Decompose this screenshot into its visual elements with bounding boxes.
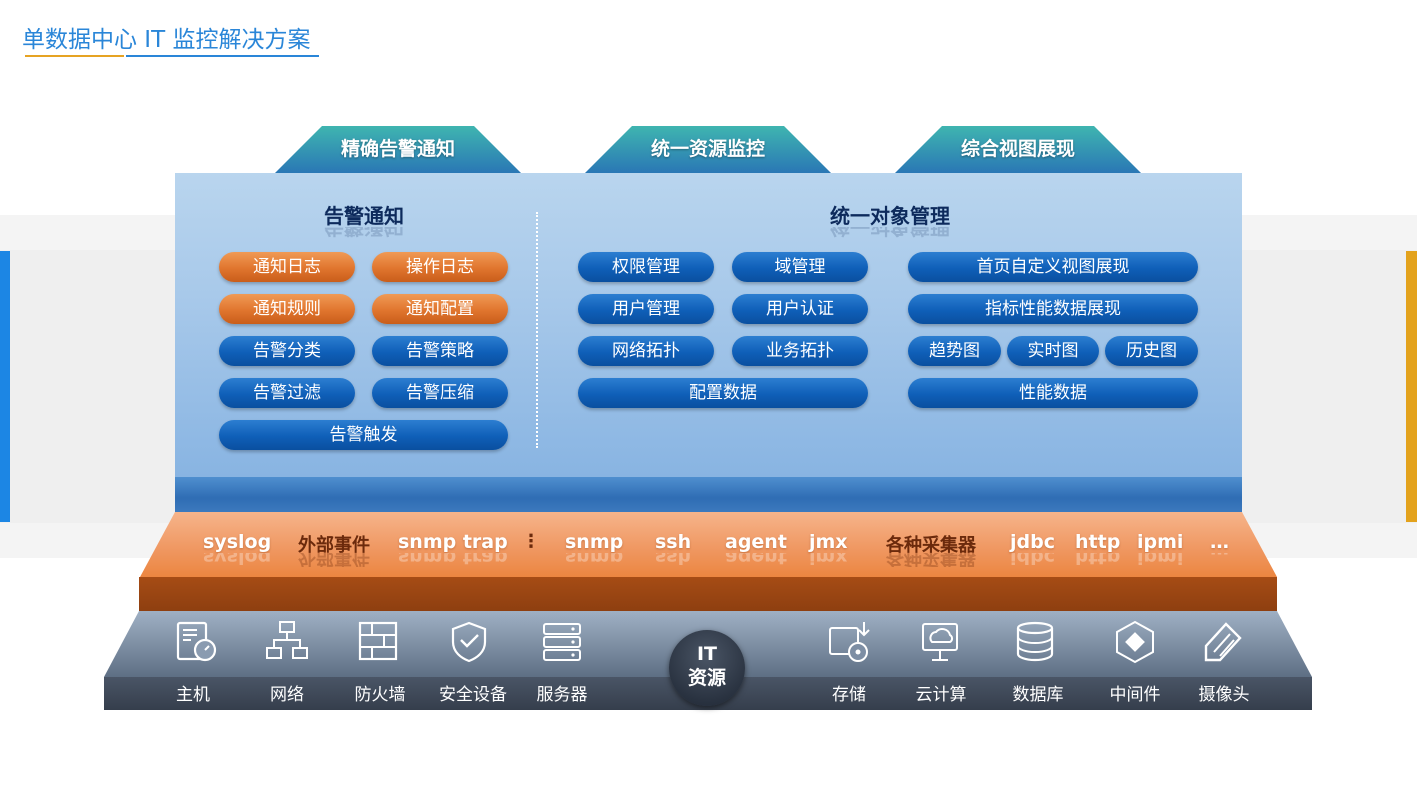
storage-icon — [829, 622, 870, 662]
pill-domain-management[interactable]: 域管理 — [732, 252, 868, 282]
tab-label: 综合视图展现 — [960, 138, 1075, 160]
host-icon — [176, 621, 217, 662]
network-icon — [266, 621, 308, 659]
pill-alert-trigger[interactable]: 告警触发 — [219, 420, 508, 450]
resource-host: 主机 — [176, 685, 210, 705]
pill-custom-homepage-view[interactable]: 首页自定义视图展现 — [908, 252, 1198, 282]
protocol-separator: ⋮ — [522, 531, 540, 552]
tab-alert-notification: 精确告警通知 — [275, 126, 521, 173]
resource-security-device: 安全设备 — [439, 685, 507, 705]
resource-database: 数据库 — [1012, 685, 1064, 705]
pill-alert-compression[interactable]: 告警压缩 — [372, 378, 508, 408]
page-title: 单数据中心 IT 监控解决方案 — [22, 27, 311, 53]
pill-history-chart[interactable]: 历史图 — [1105, 336, 1198, 366]
cloud-computing-icon — [922, 623, 958, 661]
protocol-collectors: 各种采集器 — [886, 535, 976, 556]
pill-notification-config[interactable]: 通知配置 — [372, 294, 508, 324]
protocol-jmx: jmx — [809, 531, 848, 553]
tab-label: 统一资源监控 — [650, 138, 765, 160]
title-underline-accent — [25, 55, 124, 57]
left-edge-bar — [0, 251, 10, 522]
protocol-ssh: ssh — [655, 531, 692, 553]
protocol-ipmi: ipmi — [1137, 531, 1184, 553]
protocol-reflection: snmp trap — [398, 553, 508, 567]
protocol-reflection: syslog — [203, 553, 272, 567]
right-edge-bar — [1406, 251, 1417, 522]
resource-storage: 存储 — [832, 685, 866, 705]
resource-firewall: 防火墙 — [354, 685, 406, 705]
alert-section-title: 告警通知 告警通知 — [304, 200, 424, 239]
pill-notification-rules[interactable]: 通知规则 — [219, 294, 355, 324]
pill-performance-data[interactable]: 性能数据 — [908, 378, 1198, 408]
pill-operation-log[interactable]: 操作日志 — [372, 252, 508, 282]
protocol-reflection: 各种采集器 — [886, 553, 976, 567]
pill-network-topology[interactable]: 网络拓扑 — [578, 336, 714, 366]
object-section-title-text: 统一对象管理 — [830, 204, 950, 228]
alert-section-title-text: 告警通知 — [324, 204, 404, 228]
it-resources-hub — [669, 630, 745, 706]
resource-server: 服务器 — [536, 685, 588, 705]
pill-metric-performance-view[interactable]: 指标性能数据展现 — [908, 294, 1198, 324]
protocol-syslog: syslog — [203, 531, 272, 553]
protocol-reflection: ssh — [655, 553, 692, 567]
pill-alert-strategy[interactable]: 告警策略 — [372, 336, 508, 366]
it-label-line2: 资源 — [687, 667, 726, 689]
pill-user-authentication[interactable]: 用户认证 — [732, 294, 868, 324]
protocol-http: http — [1075, 531, 1121, 553]
database-icon — [1016, 621, 1054, 662]
protocol-jdbc: jdbc — [1010, 531, 1055, 553]
object-section-title: 统一对象管理 统一对象管理 — [800, 200, 980, 239]
it-label-line1: IT — [696, 643, 718, 665]
pill-alert-filter[interactable]: 告警过滤 — [219, 378, 355, 408]
resource-camera: 摄像头 — [1198, 685, 1250, 705]
protocol-snmp-trap: snmp trap — [398, 531, 508, 553]
resource-middleware: 中间件 — [1109, 685, 1161, 705]
it-resources-label: IT 资源 — [669, 642, 745, 690]
protocol-external-event: 外部事件 — [298, 535, 370, 556]
protocol-reflection: jdbc — [1010, 553, 1055, 567]
protocol-reflection: http — [1075, 553, 1121, 567]
pill-business-topology[interactable]: 业务拓扑 — [732, 336, 868, 366]
pill-notification-log[interactable]: 通知日志 — [219, 252, 355, 282]
pill-trend-chart[interactable]: 趋势图 — [908, 336, 1001, 366]
server-icon — [543, 623, 581, 661]
tab-resource-monitoring: 统一资源监控 — [585, 126, 831, 173]
tab-view-display: 综合视图展现 — [895, 126, 1141, 173]
title-underline — [126, 55, 319, 57]
protocol-reflection: jmx — [809, 553, 848, 567]
protocol-agent: agent — [725, 531, 787, 553]
protocol-reflection: snmp — [565, 553, 624, 567]
pill-user-management[interactable]: 用户管理 — [578, 294, 714, 324]
protocol-snmp: snmp — [565, 531, 624, 553]
security-device-icon — [451, 621, 487, 663]
protocol-reflection: … — [1210, 553, 1229, 567]
pill-alert-classification[interactable]: 告警分类 — [219, 336, 355, 366]
protocol-reflection: 外部事件 — [298, 553, 370, 567]
protocol-more: … — [1210, 531, 1229, 553]
firewall-icon — [358, 621, 398, 661]
pill-config-data[interactable]: 配置数据 — [578, 378, 868, 408]
pill-permission-management[interactable]: 权限管理 — [578, 252, 714, 282]
tab-label: 精确告警通知 — [340, 138, 455, 160]
camera-icon — [1204, 622, 1242, 662]
pill-realtime-chart[interactable]: 实时图 — [1007, 336, 1099, 366]
resource-cloud-computing: 云计算 — [915, 685, 967, 705]
section-divider — [536, 212, 538, 448]
middleware-icon — [1116, 620, 1154, 664]
protocol-reflection: ipmi — [1137, 553, 1184, 567]
platform-base-bar — [175, 477, 1242, 512]
protocol-reflection: agent — [725, 553, 787, 567]
resource-network: 网络 — [270, 685, 304, 705]
